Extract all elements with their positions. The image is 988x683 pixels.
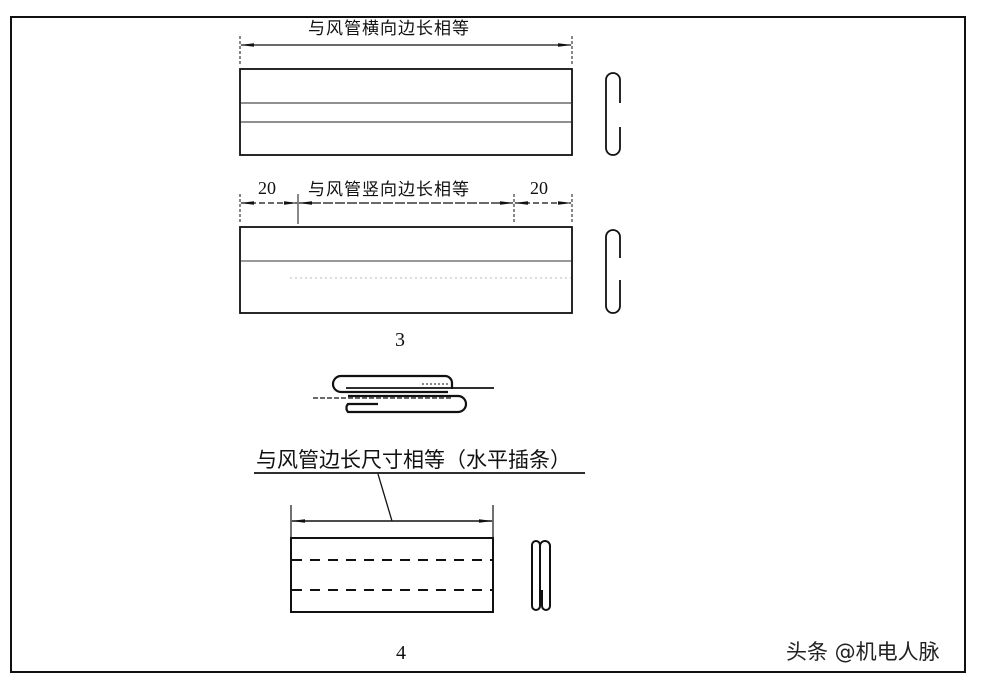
figure3-bottom-dimension-label: 与风管竖向边长相等	[308, 180, 470, 200]
strip-section-profile	[605, 72, 621, 156]
figure4-horizontal-insert-strip	[254, 472, 585, 613]
figure3-left-offset-label: 20	[258, 178, 276, 198]
figure3-top-dimension-label: 与风管横向边长相等	[308, 19, 470, 39]
strip-section-profile	[605, 229, 621, 314]
figure3-right-offset-label: 20	[530, 178, 548, 198]
strip-plan-view	[290, 537, 494, 613]
strip-plan-view	[239, 68, 573, 156]
watermark: 头条 @机电人脉	[786, 640, 940, 664]
figure4-number: 4	[396, 642, 406, 664]
figure3-number: 3	[395, 329, 405, 351]
figure3-bottom-strip	[239, 194, 621, 314]
drawing-frame	[10, 16, 966, 673]
strip-plan-view	[239, 226, 573, 314]
figure3-top-strip	[239, 36, 621, 156]
insert-strip-joint-detail	[313, 374, 494, 414]
figure4-dimension-label: 与风管边长尺寸相等（水平插条）	[256, 448, 571, 472]
strip-section-profile	[531, 540, 551, 611]
